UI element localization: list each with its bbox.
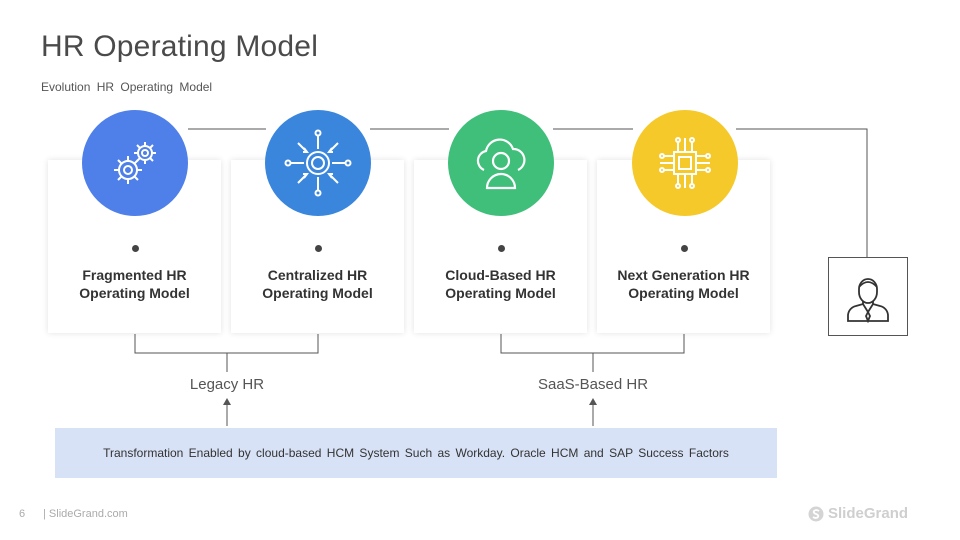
- cloud-based-circle: [448, 110, 554, 216]
- transformation-banner: Transformation Enabled by cloud-based HC…: [55, 428, 777, 478]
- group-label-saas: SaaS-Based HR: [537, 376, 649, 393]
- connector-dot: [132, 245, 139, 252]
- brand-logo: SlideGrand: [808, 505, 908, 522]
- card-label: Next Generation HR Operating Model: [617, 267, 750, 301]
- footer-site: | SlideGrand.com: [43, 508, 128, 520]
- group-label-legacy: Legacy HR: [189, 376, 265, 393]
- page-title: HR Operating Model: [41, 30, 319, 63]
- next-generation-circle: [632, 110, 738, 216]
- person-box: [828, 257, 908, 336]
- card-label: Centralized HR Operating Model: [262, 267, 373, 301]
- connector-dot: [315, 245, 322, 252]
- brand-text: SlideGrand: [828, 505, 909, 522]
- connector-dot: [681, 245, 688, 252]
- centralized-circle: [265, 110, 371, 216]
- cloud-person-icon: [476, 138, 526, 190]
- page-number: 6: [19, 508, 26, 520]
- fragmented-circle: [82, 110, 188, 216]
- connector-dot: [498, 245, 505, 252]
- gears-icon: [114, 142, 156, 184]
- chip-icon: [659, 137, 711, 189]
- brand-mark-icon: [808, 506, 824, 521]
- businessman-icon: [847, 277, 889, 323]
- hub-arrows-icon: [284, 129, 352, 197]
- card-label: Fragmented HR Operating Model: [79, 267, 190, 301]
- page-subtitle: Evolution HR Operating Model: [41, 80, 213, 94]
- card-label: Cloud-Based HR Operating Model: [445, 267, 556, 301]
